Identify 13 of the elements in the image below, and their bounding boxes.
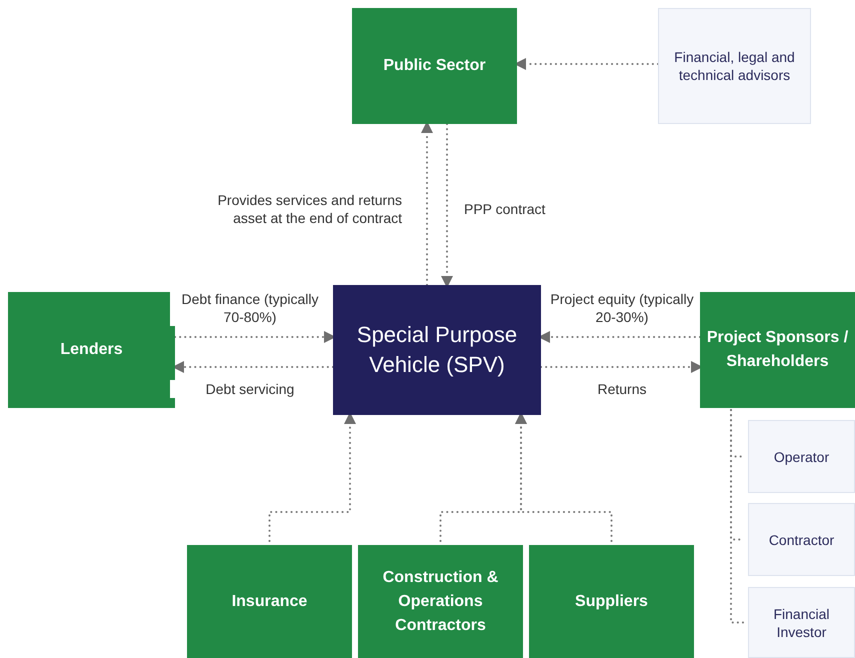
central-box: Special Purpose Vehicle (SPV) <box>333 285 541 415</box>
arrow <box>441 123 453 288</box>
info-box: Contractor <box>748 503 855 576</box>
process-box: Project Sponsors / Shareholders <box>700 292 855 408</box>
process-box: Suppliers <box>529 545 694 658</box>
info-box: Financial, legal and technical advisors <box>658 8 811 124</box>
process-box: Public Sector <box>352 8 517 124</box>
process-box: Construction & Operations Contractors <box>358 545 523 658</box>
process-box: Insurance <box>187 545 352 658</box>
connector-line <box>730 409 745 624</box>
info-box: Operator <box>748 420 855 493</box>
process-box: Lenders <box>8 292 175 408</box>
info-box: Financial Investor <box>748 587 855 658</box>
